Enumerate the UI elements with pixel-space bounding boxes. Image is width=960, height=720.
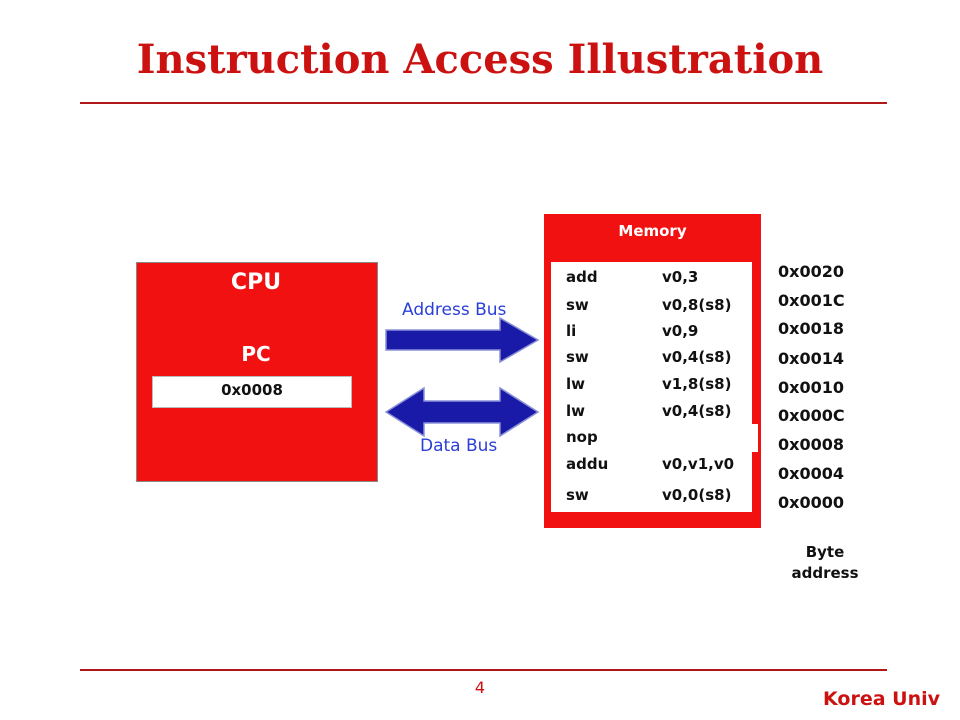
address-bus-label: Address Bus	[402, 300, 507, 320]
top-divider	[80, 102, 887, 104]
address-bus-arrow	[385, 316, 540, 364]
data-bus-arrow	[384, 386, 540, 438]
pc-register-field	[152, 376, 352, 408]
address-label: 0x0008	[778, 435, 844, 454]
page-title: Instruction Access Illustration	[136, 36, 824, 83]
memory-highlight	[740, 424, 758, 452]
cpu-label: CPU	[230, 270, 282, 295]
cpu-block	[136, 262, 378, 482]
memory-label: Memory	[618, 222, 687, 240]
bottom-divider	[80, 669, 887, 671]
address-label: 0x0004	[778, 464, 844, 483]
address-label: 0x0014	[778, 349, 844, 368]
address-label: 0x001C	[778, 291, 845, 310]
address-label: 0x0000	[778, 493, 844, 512]
address-label: 0x0010	[778, 378, 844, 397]
address-label: 0x0020	[778, 262, 844, 281]
footer-brand: Korea Univ	[823, 688, 940, 710]
address-label: 0x0018	[778, 319, 844, 338]
data-bus-label: Data Bus	[420, 436, 498, 456]
pc-register-value: 0x0008	[221, 381, 283, 399]
address-label: 0x000C	[778, 406, 845, 425]
pc-label: PC	[241, 342, 271, 366]
memory-contents	[551, 262, 752, 512]
page-number: 4	[474, 678, 486, 697]
byte-address-label: Byte address	[791, 543, 859, 582]
